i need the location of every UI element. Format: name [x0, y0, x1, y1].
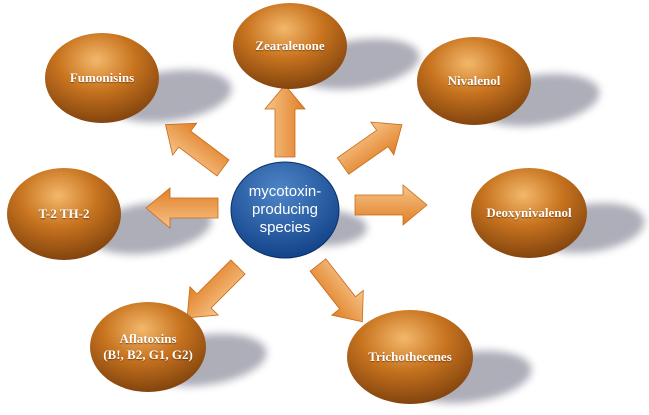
bubble-t2 [7, 168, 121, 260]
label-center: mycotoxin- producing species [248, 183, 322, 236]
arrow-to-zearalenone [264, 84, 306, 158]
bubble-nivalenol [417, 37, 531, 125]
arrow-to-t2 [145, 187, 219, 229]
label-aflatoxins: Aflatoxins (B!, B2, G1, G2) [103, 330, 193, 362]
label-fumonisins: Fumonisins [69, 69, 135, 85]
bubble-aflatoxins [90, 302, 206, 392]
label-trichothecenes: Trichothecenes [368, 348, 452, 364]
label-t2: T-2 TH-2 [38, 205, 90, 221]
bubble-trichothecenes [347, 310, 473, 404]
label-deoxynivalenol: Deoxynivalenol [486, 204, 572, 220]
arrow-to-aflatoxins [186, 259, 246, 319]
bubble-center [230, 161, 340, 259]
bubble-deoxynivalenol [471, 168, 587, 258]
arrow-to-fumonisins [164, 122, 230, 177]
label-zearalenone: Zearalenone [255, 37, 325, 53]
bubble-fumonisins [45, 33, 159, 123]
arrow-to-deoxynivalenol [354, 184, 428, 226]
arrow-to-trichothecenes [309, 258, 364, 323]
bubbles [7, 3, 587, 404]
label-nivalenol: Nivalenol [447, 72, 501, 88]
arrow-to-nivalenol [336, 121, 403, 175]
arrows [145, 84, 428, 323]
bubble-zearalenone [233, 3, 347, 89]
